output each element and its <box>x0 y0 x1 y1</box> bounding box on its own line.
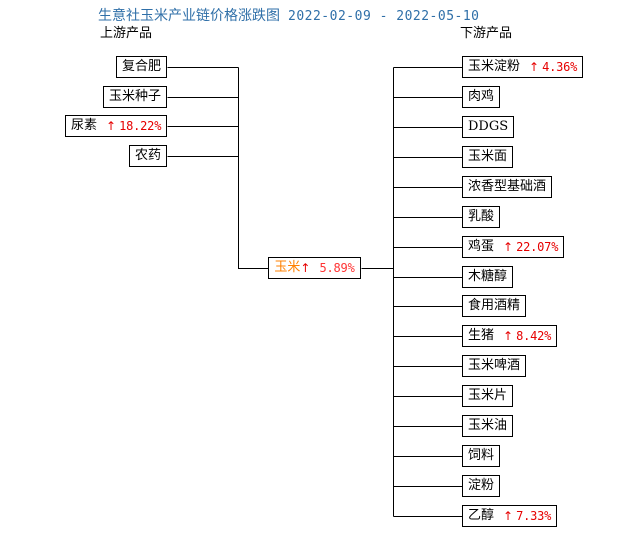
node-down-7[interactable]: 鸡蛋 ↑22.07% <box>462 236 565 258</box>
node-change: 5.89% <box>319 261 355 275</box>
node-label: 玉米油 <box>468 418 508 433</box>
node-label: 木糖醇 <box>468 269 508 284</box>
node-change: 18.22% <box>119 119 162 133</box>
node-down-2[interactable]: 肉鸡 <box>462 86 501 108</box>
node-center-corn[interactable]: 玉米↑ 5.89% <box>268 257 361 279</box>
downstream-heading: 下游产品 <box>460 26 513 41</box>
node-label: 玉米种子 <box>109 89 162 104</box>
node-down-6[interactable]: 乳酸 <box>462 206 501 228</box>
chart-title-text: 生意社玉米产业链价格涨跌图 <box>98 8 280 24</box>
node-label: DDGS <box>468 119 509 134</box>
node-label: 食用酒精 <box>468 298 521 313</box>
node-label: 浓香型基础酒 <box>468 179 547 194</box>
trend-up-icon: ↑ <box>529 60 540 74</box>
node-down-8[interactable]: 木糖醇 <box>462 266 514 288</box>
node-label: 玉米面 <box>468 149 508 164</box>
chart-title: 生意社玉米产业链价格涨跌图 2022-02-09 - 2022-05-10 <box>98 8 480 25</box>
node-down-13[interactable]: 玉米油 <box>462 415 514 437</box>
node-label: 鸡蛋 <box>468 239 495 254</box>
node-up-3[interactable]: 尿素 ↑18.22% <box>65 115 168 137</box>
node-label: 农药 <box>135 148 162 163</box>
node-label: 玉米啤酒 <box>468 358 521 373</box>
trend-up-icon: ↑ <box>503 509 514 523</box>
node-down-12[interactable]: 玉米片 <box>462 385 514 407</box>
node-change: 4.36% <box>542 60 578 74</box>
node-down-16[interactable]: 乙醇 ↑7.33% <box>462 505 558 527</box>
chart-date-range: 2022-02-09 - 2022-05-10 <box>288 9 480 24</box>
node-label: 玉米淀粉 <box>468 59 521 74</box>
node-label: 乙醇 <box>468 508 495 523</box>
node-down-9[interactable]: 食用酒精 <box>462 295 527 317</box>
node-label: 生猪 <box>468 328 495 343</box>
node-label: 复合肥 <box>122 59 162 74</box>
node-down-1[interactable]: 玉米淀粉 ↑4.36% <box>462 56 584 78</box>
node-down-3[interactable]: DDGS <box>462 116 515 138</box>
trend-up-icon: ↑ <box>300 261 311 275</box>
node-change: 22.07% <box>516 240 559 254</box>
upstream-heading: 上游产品 <box>100 26 153 41</box>
node-label: 乳酸 <box>468 209 495 224</box>
node-up-4[interactable]: 农药 <box>129 145 168 167</box>
trend-up-icon: ↑ <box>503 240 514 254</box>
node-down-11[interactable]: 玉米啤酒 <box>462 355 527 377</box>
node-up-2[interactable]: 玉米种子 <box>103 86 168 108</box>
node-label: 淀粉 <box>468 478 495 493</box>
trend-up-icon: ↑ <box>503 329 514 343</box>
trend-up-icon: ↑ <box>106 119 117 133</box>
node-label: 饲料 <box>468 448 495 463</box>
node-label: 肉鸡 <box>468 89 495 104</box>
node-change: 8.42% <box>516 329 552 343</box>
node-up-1[interactable]: 复合肥 <box>116 56 168 78</box>
node-down-5[interactable]: 浓香型基础酒 <box>462 176 553 198</box>
node-change: 7.33% <box>516 509 552 523</box>
node-down-14[interactable]: 饲料 <box>462 445 501 467</box>
node-down-10[interactable]: 生猪 ↑8.42% <box>462 325 558 347</box>
node-label: 玉米片 <box>468 388 508 403</box>
node-label: 玉米 <box>274 260 301 275</box>
node-down-4[interactable]: 玉米面 <box>462 146 514 168</box>
node-down-15[interactable]: 淀粉 <box>462 475 501 497</box>
node-label: 尿素 <box>71 118 98 133</box>
